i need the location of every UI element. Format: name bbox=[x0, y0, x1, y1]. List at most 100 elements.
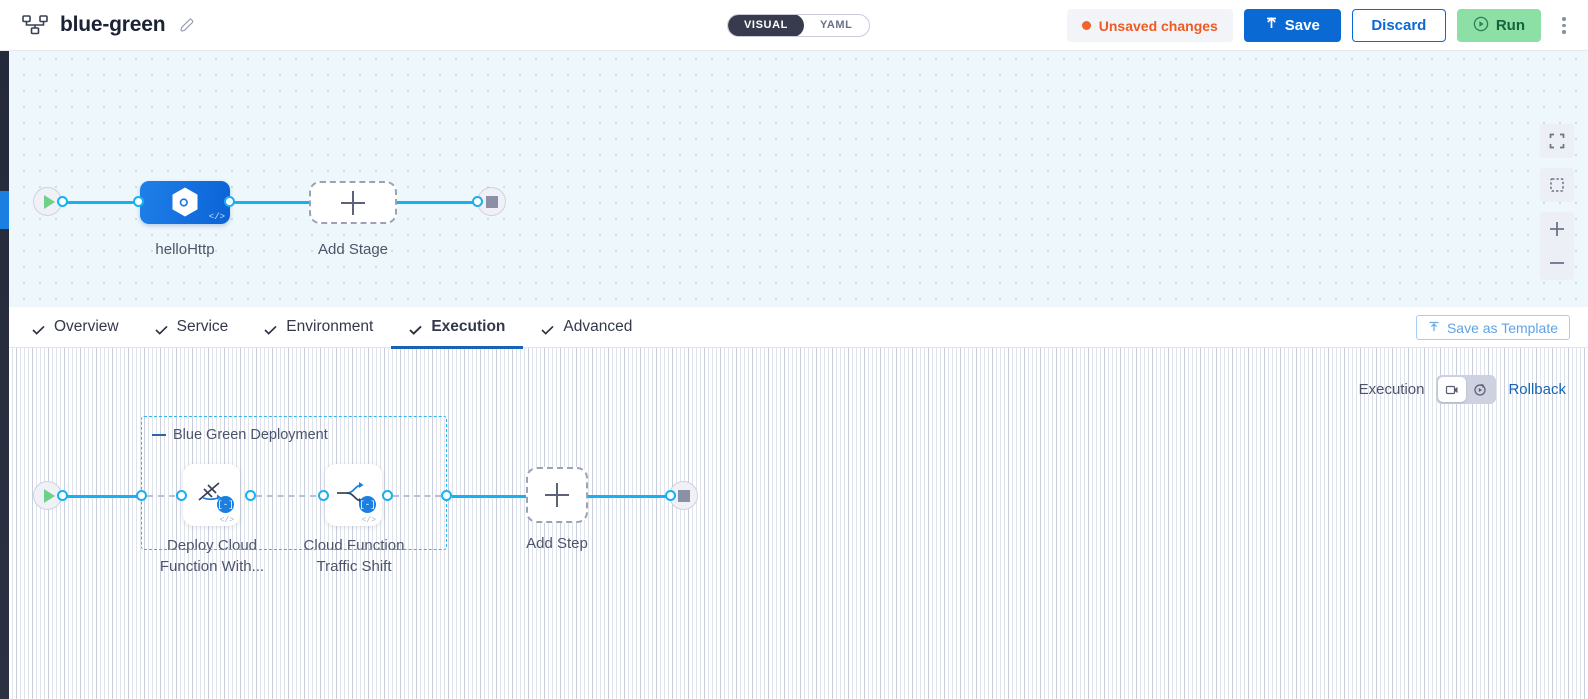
connector-start-to-stage bbox=[62, 201, 145, 204]
fit-to-screen-icon[interactable] bbox=[1540, 168, 1574, 202]
execution-steps-canvas[interactable]: Blue Green Deployment [-] </> bbox=[0, 348, 1588, 699]
tab-advanced[interactable]: Advanced bbox=[523, 307, 650, 348]
zoom-out-icon[interactable] bbox=[1540, 246, 1574, 280]
pencil-icon[interactable] bbox=[179, 17, 195, 33]
rollback-link[interactable]: Rollback bbox=[1508, 381, 1566, 398]
toggle-yaml[interactable]: YAML bbox=[819, 19, 853, 31]
save-as-template-label: Save as Template bbox=[1446, 319, 1558, 336]
hexagon-link-icon bbox=[170, 186, 200, 219]
connector-step1-to-step2 bbox=[256, 495, 316, 497]
run-button-label: Run bbox=[1495, 17, 1525, 34]
stage-label: helloHttp bbox=[155, 241, 215, 258]
check-icon bbox=[264, 322, 277, 335]
tab-environment[interactable]: Environment bbox=[246, 307, 391, 348]
check-icon bbox=[541, 322, 554, 335]
plus-icon bbox=[341, 190, 365, 215]
save-button[interactable]: Save bbox=[1243, 9, 1341, 42]
tab-service-label: Service bbox=[176, 318, 229, 335]
step1-label-line2: Function With... bbox=[159, 558, 265, 575]
zoom-control-group bbox=[1540, 212, 1574, 280]
connector-start-to-group bbox=[62, 495, 142, 498]
config-tab-bar: Overview Service Environment Execution A… bbox=[0, 307, 1588, 349]
connector-stage-to-addstage bbox=[229, 201, 309, 204]
tab-overview[interactable]: Overview bbox=[14, 307, 137, 348]
step-group-blue-green[interactable] bbox=[141, 416, 447, 550]
tab-service[interactable]: Service bbox=[137, 307, 247, 348]
discard-button-label: Discard bbox=[1371, 17, 1427, 34]
upload-arrow-icon bbox=[1265, 16, 1278, 35]
execution-mode-row: Execution Rollback bbox=[1359, 375, 1566, 404]
tab-execution[interactable]: Execution bbox=[391, 307, 524, 349]
step1-code-badge: </> bbox=[219, 516, 234, 525]
stage-node-hellohttp[interactable]: </> bbox=[140, 181, 230, 224]
kebab-menu-icon[interactable] bbox=[1554, 13, 1574, 39]
pipeline-stage-canvas[interactable]: </> helloHttp Add Stage bbox=[0, 51, 1588, 307]
discard-button[interactable]: Discard bbox=[1351, 9, 1446, 42]
connector-group-to-addstep bbox=[452, 495, 528, 498]
stage-in-port[interactable] bbox=[133, 196, 144, 207]
steps-view-icon[interactable] bbox=[1438, 377, 1467, 402]
unsaved-label: Unsaved changes bbox=[1098, 17, 1218, 34]
page-title: blue-green bbox=[60, 13, 166, 36]
check-icon bbox=[155, 322, 168, 335]
stop-icon bbox=[485, 195, 498, 208]
step-group-title: Blue Green Deployment bbox=[152, 427, 328, 443]
left-rail bbox=[0, 51, 9, 699]
header-actions: Unsaved changes Save Discard Run bbox=[1066, 9, 1574, 42]
save-as-template-button[interactable]: Save as Template bbox=[1415, 315, 1570, 340]
status-badge-unsaved: Unsaved changes bbox=[1066, 9, 1233, 42]
group-in-port[interactable] bbox=[136, 490, 147, 501]
step1-badge: [-] bbox=[217, 496, 234, 513]
connector-group-to-step1 bbox=[147, 495, 175, 497]
save-button-label: Save bbox=[1284, 17, 1320, 34]
plus-icon bbox=[545, 483, 569, 507]
step-group-title-label: Blue Green Deployment bbox=[173, 427, 328, 443]
stage-out-port[interactable] bbox=[224, 196, 235, 207]
check-icon bbox=[32, 322, 45, 335]
add-stage-button[interactable] bbox=[309, 181, 397, 224]
step2-in-port[interactable] bbox=[318, 490, 329, 501]
run-button[interactable]: Run bbox=[1456, 9, 1541, 42]
add-step-button[interactable] bbox=[526, 467, 588, 523]
collapse-dash-icon[interactable] bbox=[152, 433, 166, 437]
header-left: blue-green bbox=[0, 13, 195, 37]
step1-out-port[interactable] bbox=[245, 490, 256, 501]
tab-advanced-label: Advanced bbox=[563, 318, 633, 335]
app-header: blue-green VISUAL YAML Unsaved changes bbox=[0, 0, 1588, 51]
execution-rollback-toggle[interactable] bbox=[1436, 375, 1497, 404]
execution-start-port[interactable] bbox=[57, 490, 68, 501]
group-out-port[interactable] bbox=[441, 490, 452, 501]
step2-label-line2: Traffic Shift bbox=[316, 558, 392, 575]
connector-step2-to-groupout bbox=[393, 495, 441, 497]
check-icon bbox=[409, 322, 422, 335]
play-icon bbox=[43, 488, 55, 503]
step-node-traffic-shift[interactable]: [-] </> bbox=[325, 464, 382, 526]
template-upload-icon bbox=[1428, 320, 1440, 336]
view-mode-toggle[interactable]: VISUAL YAML bbox=[727, 14, 870, 37]
step2-code-badge: </> bbox=[361, 516, 376, 525]
unsaved-dot-icon bbox=[1081, 21, 1091, 30]
step2-badge: [-] bbox=[359, 496, 376, 513]
step-node-deploy-cloud-function[interactable]: [-] </> bbox=[183, 464, 240, 526]
tab-execution-label: Execution bbox=[431, 318, 506, 335]
left-rail-active-indicator bbox=[0, 191, 9, 229]
start-port[interactable] bbox=[57, 196, 68, 207]
zoom-in-icon[interactable] bbox=[1540, 212, 1574, 246]
tab-overview-label: Overview bbox=[54, 318, 119, 335]
play-circle-icon bbox=[1473, 16, 1489, 36]
step2-out-port[interactable] bbox=[382, 490, 393, 501]
toggle-visual[interactable]: VISUAL bbox=[728, 15, 804, 36]
execution-label: Execution bbox=[1358, 381, 1425, 398]
step1-in-port[interactable] bbox=[176, 490, 187, 501]
execution-stop-port[interactable] bbox=[665, 490, 676, 501]
tab-environment-label: Environment bbox=[286, 318, 374, 335]
stop-icon bbox=[677, 489, 690, 502]
fullscreen-icon[interactable] bbox=[1540, 124, 1574, 158]
add-step-label: Add Step bbox=[526, 535, 588, 552]
connector-addstep-to-stop bbox=[588, 495, 670, 498]
add-stage-label: Add Stage bbox=[317, 241, 389, 258]
stop-port[interactable] bbox=[472, 196, 483, 207]
rollback-view-icon[interactable] bbox=[1466, 377, 1494, 402]
connector-addstage-to-stop bbox=[397, 201, 477, 204]
play-icon bbox=[43, 194, 55, 209]
